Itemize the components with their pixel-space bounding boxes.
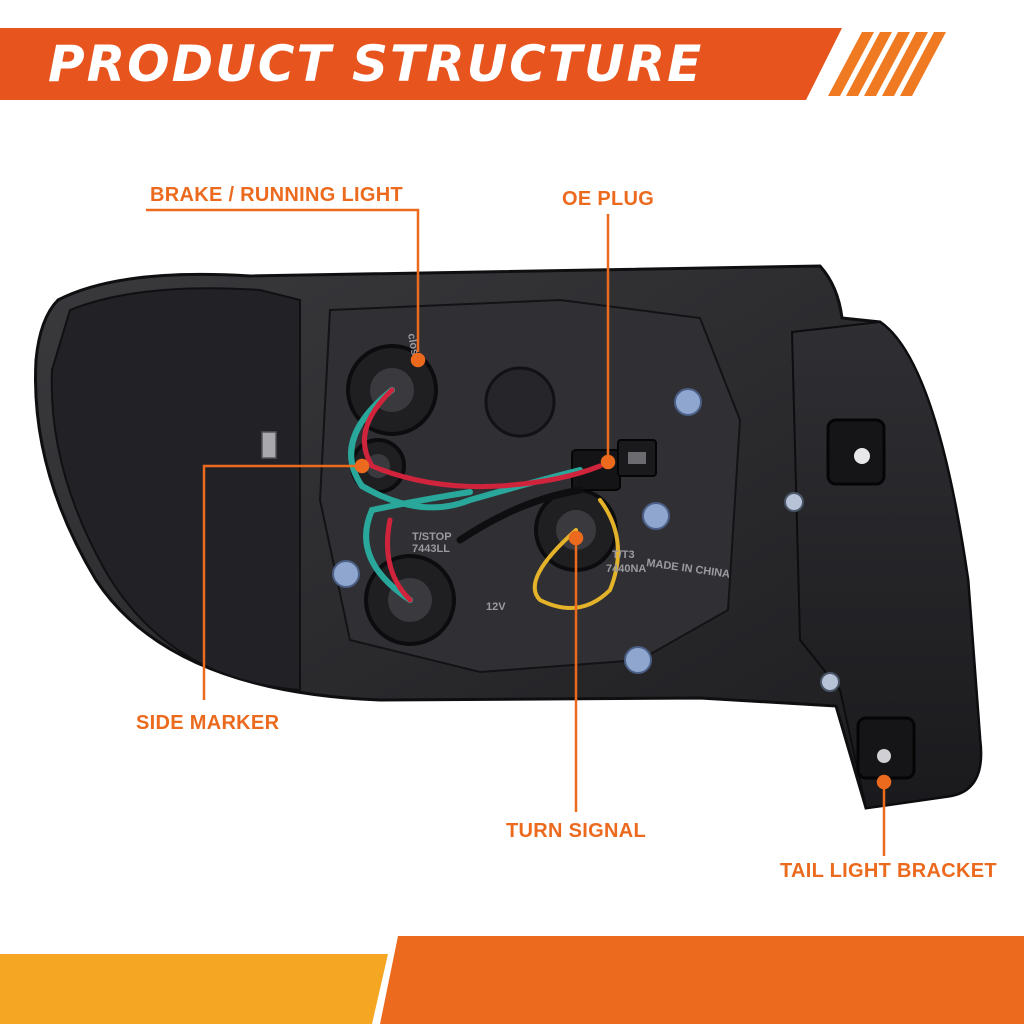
round-port	[484, 366, 556, 438]
mounting-studs	[332, 388, 702, 674]
bracket-screw	[820, 672, 840, 692]
threaded-stud	[261, 431, 277, 459]
marking-stop-bottom: 7443LL	[412, 543, 450, 555]
leader-brake	[146, 208, 420, 352]
header-banner-shape	[0, 28, 946, 100]
label-turn-signal: TURN SIGNAL	[506, 820, 646, 842]
header-banner: PRODUCT STRUCTURE	[0, 28, 1024, 100]
bracket-screw	[784, 492, 804, 512]
label-brake-running-light: BRAKE / RUNNING LIGHT	[150, 184, 403, 206]
label-side-marker: SIDE MARKER	[136, 712, 280, 734]
marking-turn-top: T/T3	[612, 549, 635, 561]
bracket-clip	[826, 418, 886, 486]
label-oe-plug: OE PLUG	[562, 188, 655, 210]
callout-lines	[146, 208, 892, 856]
bracket-clip	[856, 716, 916, 780]
marking-voltage: 12V	[486, 601, 506, 613]
marking-turn-bottom: 7440NA	[606, 563, 646, 575]
page-title: PRODUCT STRUCTURE	[48, 35, 704, 93]
wiring	[348, 387, 620, 610]
housing-outer-rim	[50, 287, 301, 692]
oe-plug-connector	[571, 439, 657, 491]
marking-stop-top: T/STOP	[412, 531, 452, 543]
leader-side-marker	[202, 464, 362, 700]
label-tail-light-bracket: TAIL LIGHT BRACKET	[780, 860, 997, 882]
footer-stripe	[0, 936, 1024, 1024]
